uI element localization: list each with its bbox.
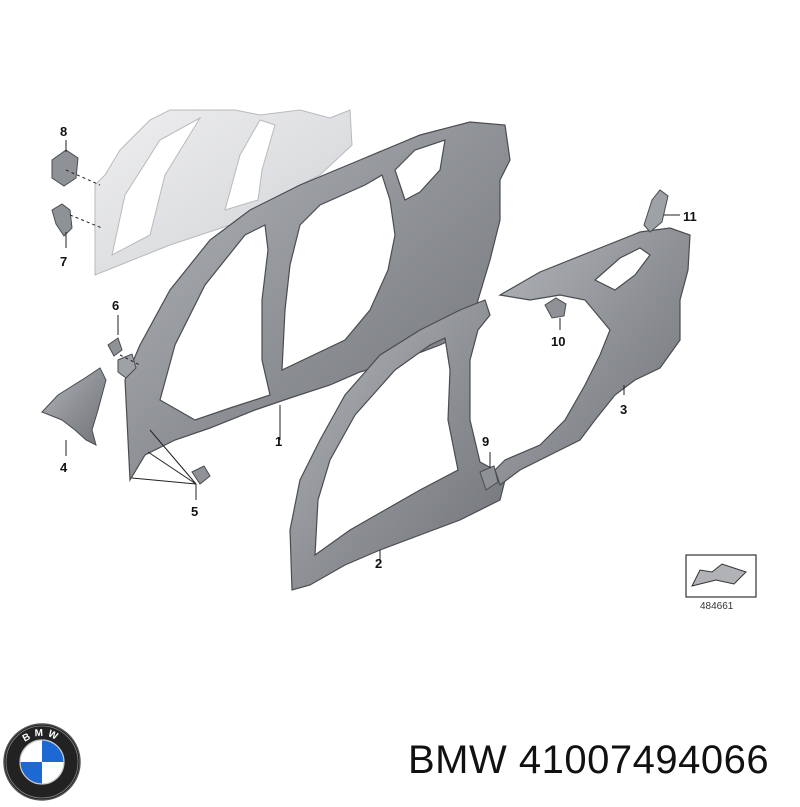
callout-11: 11 xyxy=(683,209,697,224)
inner-panel-ghost xyxy=(94,109,353,276)
bracket-10 xyxy=(544,297,567,319)
bracket-8 xyxy=(51,149,79,187)
bracket-11 xyxy=(643,189,669,233)
callout-8: 8 xyxy=(60,124,67,139)
callout-2: 2 xyxy=(375,556,382,571)
callout-3: 3 xyxy=(620,402,627,417)
bracket-6 xyxy=(107,337,123,357)
rear-quarter-3 xyxy=(494,227,691,486)
callout-9: 9 xyxy=(482,434,489,449)
reference-box: 484661 xyxy=(685,554,757,612)
bracket-7 xyxy=(51,203,73,237)
bracket-4 xyxy=(41,367,107,446)
part-number: 41007494066 xyxy=(518,738,770,782)
reference-number: 484661 xyxy=(700,601,734,612)
bracket-5 xyxy=(191,465,211,485)
panel-symbol-icon xyxy=(691,563,747,587)
callout-5: 5 xyxy=(191,504,198,519)
callout-7: 7 xyxy=(60,254,67,269)
brand-name: BMW xyxy=(408,738,508,782)
side-frame-1 xyxy=(124,121,511,483)
callout-1: 1 xyxy=(275,434,282,449)
leader-lines xyxy=(65,140,680,564)
part-caption: BMW 41007494066 xyxy=(408,738,769,783)
side-frame-2 xyxy=(289,299,506,591)
bracket-9 xyxy=(479,465,499,491)
callout-10: 10 xyxy=(551,334,565,349)
callout-6: 6 xyxy=(112,298,119,313)
callout-4: 4 xyxy=(60,460,68,475)
bmw-logo: BMW xyxy=(2,722,82,802)
bracket-6b xyxy=(117,353,137,379)
